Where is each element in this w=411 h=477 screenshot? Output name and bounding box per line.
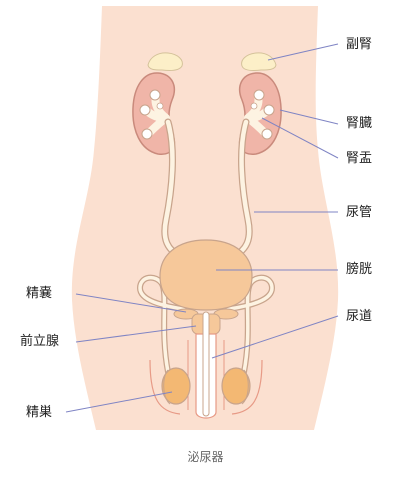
label-pelvis: 腎盂 [346,151,372,167]
label-bladder: 膀胱 [346,262,372,278]
figure-caption: 泌尿器 [0,448,411,465]
bladder [160,240,252,310]
label-testis: 精巣 [26,405,52,421]
urethra-channel [203,312,209,416]
label-urethra: 尿道 [346,309,372,325]
label-seminal-vesicle: 精嚢 [26,286,52,302]
label-adrenal: 副腎 [346,37,372,53]
label-prostate: 前立腺 [20,334,59,350]
label-kidney: 腎臓 [346,116,372,132]
label-ureter: 尿管 [346,205,372,221]
